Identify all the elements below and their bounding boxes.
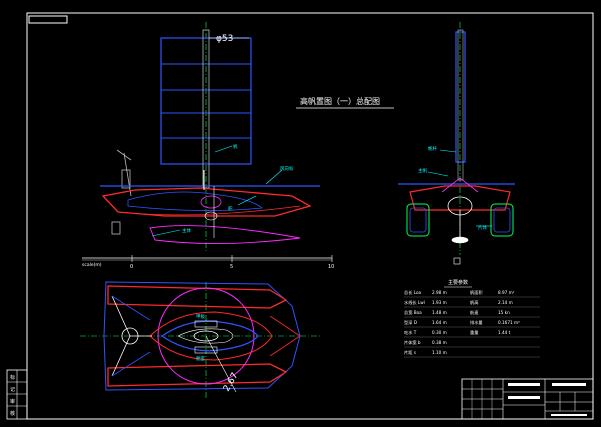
left-strip-label: 核 (10, 410, 15, 417)
front-hull (409, 185, 511, 211)
side-elevation-view[interactable]: φ53 帆 风向标 舵 主体 (100, 22, 320, 252)
spec-cell: 吃水 T (404, 329, 417, 335)
plan-view[interactable]: 2.67 甲板 舱室 (80, 281, 320, 398)
left-strip-label: 记 (10, 386, 15, 393)
wing-sail (160, 37, 252, 165)
float-outline (149, 225, 301, 245)
hull-side-profile (101, 187, 312, 217)
spec-table: 主要参数 总长 Loa 2.98 m 帆面积 8.97 m² 水线长 Lwl 1.93 m… (404, 279, 540, 358)
spec-row: 总长 Loa 2.98 m 帆面积 8.97 m² (404, 289, 540, 298)
front-label: 片体 (478, 224, 487, 231)
rudder (111, 221, 121, 235)
spec-cell: 2.98 m (432, 290, 447, 295)
spec-cell: 水线长 Lwl (404, 299, 425, 306)
spec-cell: 0.30 m (432, 330, 447, 335)
wind-vane-staff (123, 152, 132, 197)
front-label: 主帆 (418, 167, 427, 174)
spec-cell: 1.44 t (498, 330, 511, 335)
turning-circle (157, 287, 255, 385)
spec-cell: 8.97 m² (498, 290, 515, 295)
drawing-title: 高帆置图（一）总配图 (300, 96, 380, 106)
spec-cell: 15 kn (498, 310, 510, 315)
spec-cell: 总长 Loa (404, 289, 422, 296)
plan-label: 舱室 (196, 355, 205, 362)
spec-cell: 总宽 Boa (404, 309, 422, 316)
spec-cell: 1.10 m (432, 350, 447, 355)
drawing-border (26, 12, 594, 420)
scale-tick: 10 (328, 264, 334, 270)
spec-cell: 排水量 (470, 319, 483, 326)
scale-tick: 0 (130, 264, 133, 270)
side-label: 舵 (228, 205, 233, 212)
plan-hull-outline (103, 281, 301, 391)
spec-cell: 1.93 m (432, 300, 447, 305)
spec-row: 总宽 Boa 1.48 m 航速 15 kn (404, 309, 540, 318)
side-label: 帆 (233, 143, 238, 150)
scale-tick: 5 (230, 264, 233, 270)
front-label: 桅杆 (428, 145, 437, 152)
spec-cell: 航速 (470, 309, 479, 316)
spec-cell: 片距 s (404, 349, 416, 356)
plan-float-bottom (107, 363, 288, 387)
right-float (490, 203, 514, 237)
spec-cell: 0.1671 m³ (498, 320, 520, 325)
spec-cell: 帆高 (470, 299, 478, 306)
side-label: 风向标 (280, 165, 294, 172)
diameter-label: φ53 (216, 34, 233, 44)
spec-cell: 型深 D (404, 319, 417, 326)
plan-float-top (107, 285, 288, 309)
plan-label: 甲板 (196, 313, 205, 320)
spec-cell: 1.64 m (432, 320, 447, 325)
spec-row: 吃水 T 0.30 m 重量 1.44 t (404, 329, 540, 338)
spec-row: 水线长 Lwl 1.93 m 帆高 2.14 m (404, 299, 540, 308)
left-float (406, 203, 430, 237)
spec-row: 片距 s 1.10 m (404, 349, 540, 358)
front-elevation-view[interactable]: 桅杆 主帆 片体 (398, 22, 515, 265)
spec-row: 片体宽 b 0.38 m (404, 339, 540, 348)
front-sail (455, 31, 466, 163)
left-strip-label: 标 (10, 374, 15, 381)
left-strip-label: 审 (10, 398, 15, 405)
left-strip: 标 记 审 核 (6, 369, 28, 420)
spec-cell: 2.14 m (498, 300, 513, 305)
plan-deck (149, 311, 273, 361)
spec-cell: 1.48 m (432, 310, 447, 315)
spec-cell: 帆面积 (470, 289, 483, 296)
spec-cell: 0.38 m (432, 340, 447, 345)
spec-row: 型深 D 1.64 m 排水量 0.1671 m³ (404, 319, 540, 328)
top-left-title-box (28, 15, 68, 24)
table-title: 主要参数 (448, 279, 468, 286)
scale-bar: scale(m) 0 5 10 (82, 255, 334, 270)
side-label: 主体 (182, 227, 191, 234)
spec-cell: 片体宽 b (404, 339, 421, 346)
scale-label: scale(m) (82, 262, 102, 268)
title-block (461, 378, 594, 420)
spec-cell: 重量 (470, 329, 478, 336)
